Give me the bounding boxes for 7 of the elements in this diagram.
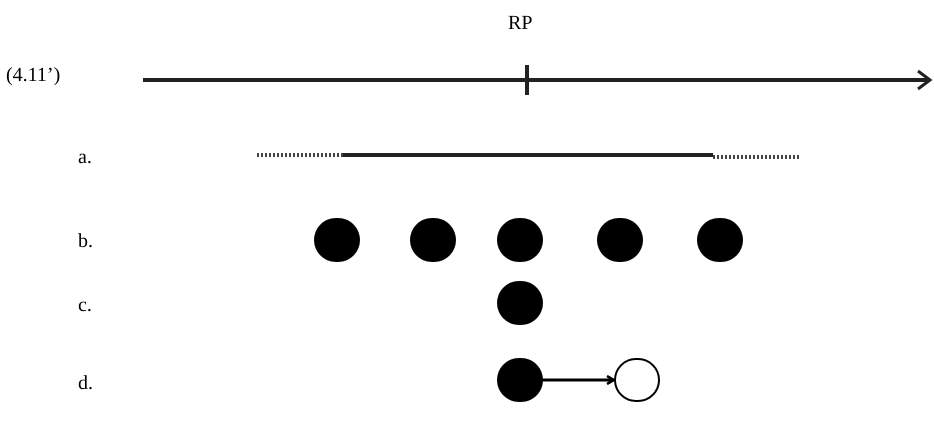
row-label: a. <box>78 145 92 170</box>
row-label: b. <box>78 229 93 254</box>
row-label: c. <box>78 293 92 318</box>
equation-number: (4.11’) <box>6 63 60 88</box>
reference-point-label: RP <box>508 11 532 36</box>
row-label: d. <box>78 371 93 396</box>
arrow <box>542 374 616 386</box>
